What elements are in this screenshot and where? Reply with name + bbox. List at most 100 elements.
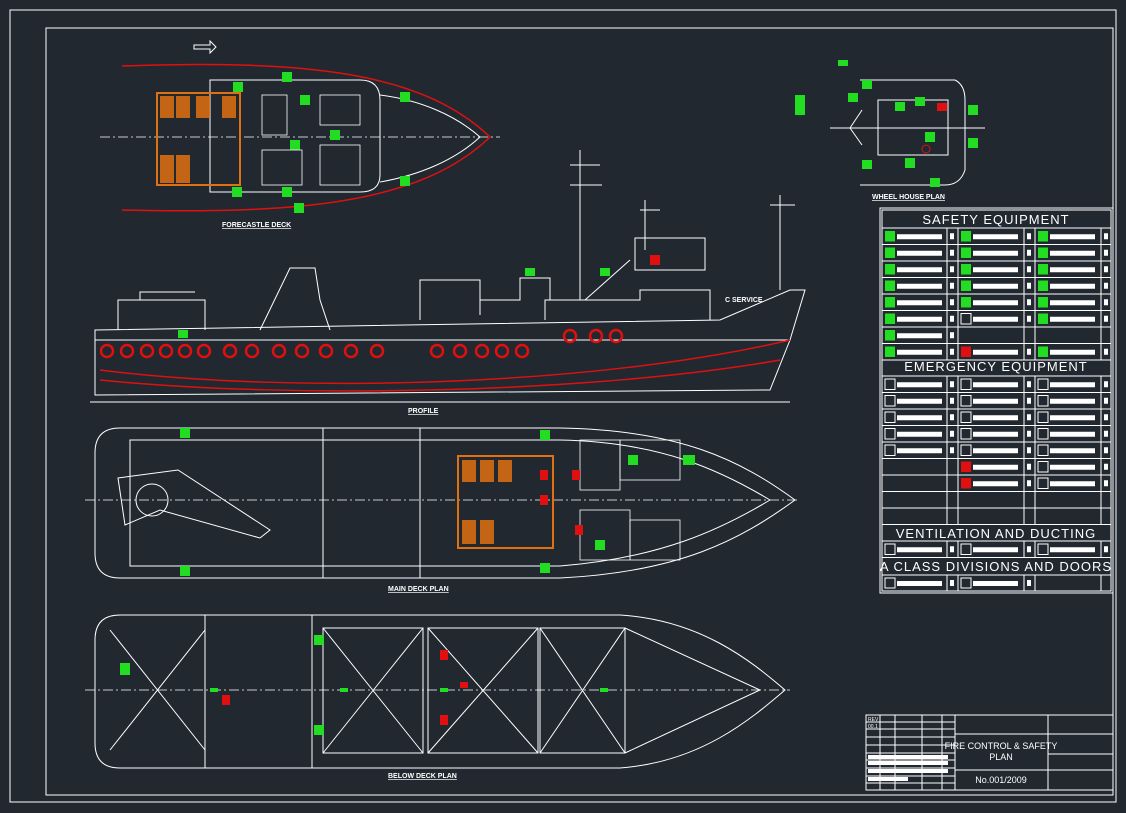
quantity-mark: [1027, 580, 1031, 586]
quantity-mark: [1104, 430, 1108, 437]
quantity-mark: [950, 381, 954, 388]
emergency-legend-entry: [1037, 411, 1108, 423]
symbol-icon: [961, 231, 971, 242]
symbol-icon: [1037, 428, 1049, 440]
quantity-mark: [950, 580, 954, 586]
emergency-legend-entry: [1037, 461, 1108, 473]
rev-label: REV: [868, 717, 879, 723]
symbol-icon: [885, 280, 895, 291]
emergency-legend-entry: [884, 444, 954, 456]
symbol-icon: [960, 378, 972, 390]
lifebuoy-icon: [562, 328, 578, 344]
safety-legend-entry: [1038, 313, 1108, 324]
safety-legend-entry: [961, 297, 1031, 308]
quantity-mark: [1027, 414, 1031, 421]
quantity-mark: [950, 546, 954, 553]
forecastle-deck-label: FORECASTLE DECK: [222, 222, 291, 229]
below-deck-plan-label: BELOW DECK PLAN: [388, 773, 457, 780]
lifebuoy-icon: [452, 343, 468, 359]
emergency-legend-entry: [960, 444, 1031, 456]
safety-legend-entry: [1038, 297, 1108, 308]
symbol-icon: [1038, 297, 1048, 308]
emergency-legend-entry: [961, 461, 1031, 472]
ventilation-legend-entry: [960, 543, 1031, 555]
symbol-icon: [884, 395, 896, 407]
symbol-icon: [1037, 477, 1049, 489]
symbol-icon: [961, 247, 971, 258]
symbol-icon: [961, 478, 971, 489]
symbol-icon: [885, 346, 895, 357]
symbol-icon: [1038, 231, 1048, 242]
symbol-icon: [1038, 313, 1048, 324]
quantity-mark: [950, 332, 954, 339]
quantity-mark: [1027, 249, 1031, 256]
symbol-icon: [1037, 444, 1049, 456]
quantity-mark: [950, 430, 954, 437]
symbol-icon: [884, 577, 896, 589]
emergency-legend-entry: [960, 395, 1031, 407]
lifebuoy-icon: [119, 343, 135, 359]
safety-equipment-header: SAFETY EQUIPMENT: [922, 212, 1069, 227]
main-deck-plan-view: MAIN DECK PLAN: [85, 427, 800, 593]
below-deck-plan-view: BELOW DECK PLAN: [85, 614, 790, 780]
lifebuoy-icon: [271, 343, 287, 359]
symbol-icon: [961, 297, 971, 308]
emergency-legend-entry: [884, 378, 954, 390]
quantity-mark: [950, 447, 954, 454]
symbol-icon: [961, 461, 971, 472]
safety-legend-entry: [885, 231, 954, 242]
emergency-legend-entry: [960, 428, 1031, 440]
quantity-mark: [1027, 233, 1031, 240]
symbol-icon: [961, 346, 971, 357]
outer-border: [9, 9, 1117, 803]
emergency-equipment-header: EMERGENCY EQUIPMENT: [904, 359, 1087, 374]
symbol-icon: [1037, 543, 1049, 555]
lifebuoy-icon: [177, 343, 193, 359]
symbol-icon: [885, 247, 895, 258]
quantity-mark: [1027, 447, 1031, 454]
lifebuoy-icon: [196, 343, 212, 359]
quantity-mark: [1104, 397, 1108, 404]
quantity-mark: [1027, 546, 1031, 553]
emergency-legend-entry: [960, 411, 1031, 423]
emergency-legend-entry: [961, 478, 1031, 489]
symbol-icon: [884, 411, 896, 423]
quantity-mark: [1104, 414, 1108, 421]
safety-legend-entry: [961, 264, 1031, 275]
safety-legend-entry: [961, 280, 1031, 291]
lifebuoy-icon: [99, 343, 115, 359]
lifebuoy-icon: [139, 343, 155, 359]
symbol-icon: [885, 330, 895, 341]
a-class-divisions-header: A CLASS DIVISIONS AND DOORS: [880, 559, 1112, 574]
lifebuoy-icon: [514, 343, 530, 359]
lifebuoy-icon: [429, 343, 445, 359]
quantity-mark: [950, 233, 954, 240]
safety-legend-entry: [885, 264, 954, 275]
symbol-icon: [884, 378, 896, 390]
symbol-icon: [885, 313, 895, 324]
lifebuoy-icon: [222, 343, 238, 359]
quantity-mark: [950, 249, 954, 256]
symbol-icon: [885, 264, 895, 275]
forecastle-deck-view: FORECASTLE DECK: [100, 39, 500, 229]
quantity-mark: [1104, 463, 1108, 470]
symbol-icon: [961, 280, 971, 291]
emergency-legend-entry: [960, 378, 1031, 390]
symbol-icon: [960, 395, 972, 407]
symbol-icon: [885, 297, 895, 308]
quantity-mark: [1027, 480, 1031, 487]
safety-legend-entry: [885, 313, 954, 324]
lifebuoy-icon: [369, 343, 385, 359]
safety-legend-entry: [961, 247, 1031, 258]
symbol-icon: [960, 313, 972, 325]
quantity-mark: [950, 266, 954, 273]
safety-legend-entry: [1038, 264, 1108, 275]
emergency-legend-entry: [884, 428, 954, 440]
emergency-legend-entry: [1037, 477, 1108, 489]
lifebuoy-icon: [343, 343, 359, 359]
symbol-icon: [1037, 461, 1049, 473]
quantity-mark: [950, 282, 954, 289]
safety-legend-entry: [885, 280, 954, 291]
quantity-mark: [950, 397, 954, 404]
